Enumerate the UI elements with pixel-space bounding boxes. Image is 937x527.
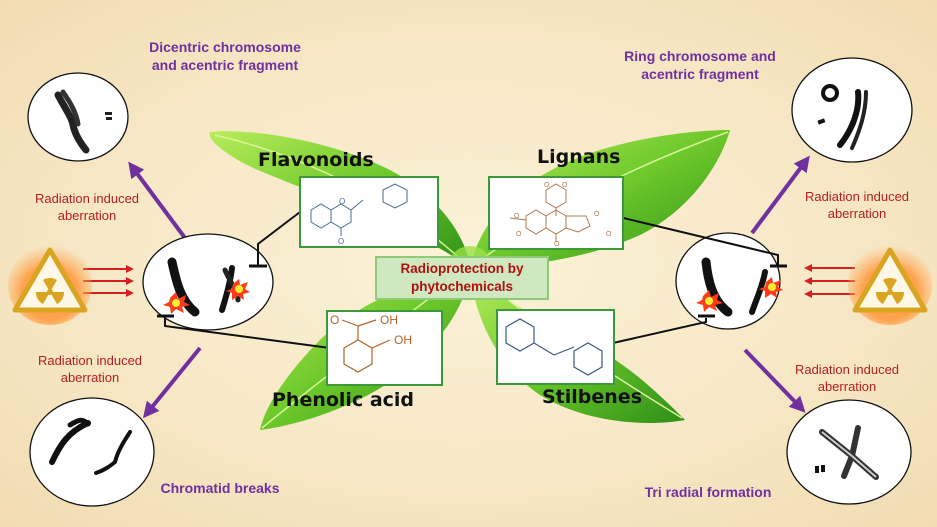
circle-tri-radial — [786, 399, 912, 505]
outcome-line: Ring chromosome and — [624, 48, 776, 64]
salicylic-acid-structure: O OH OH — [330, 313, 412, 373]
group-title-flavonoids: Flavonoids — [258, 149, 374, 171]
aberration-line: Radiation induced — [34, 191, 140, 206]
aberration-label-upper-right: Radiation induced aberration — [792, 188, 922, 222]
atom-O: O — [562, 182, 568, 189]
arrow-to-tri-radial — [743, 348, 806, 413]
outcome-tri-radial: Tri radial formation — [644, 484, 772, 500]
aberration-line: aberration — [817, 379, 877, 394]
group-title-phenolic-acid: Phenolic acid — [272, 389, 415, 411]
atom-O: O — [330, 313, 339, 327]
flavone-structure: O O — [310, 183, 408, 246]
outcome-dicentric: Dicentric chromosome and acentric fragme… — [130, 38, 320, 74]
atom-O: O — [544, 182, 550, 189]
flavonoid-structure-box: O O — [299, 176, 439, 248]
lignan-structure-box: O O O O O O O — [488, 176, 624, 250]
aberration-label-lower-left: Radiation induced aberration — [25, 352, 155, 386]
atom-O: O — [516, 231, 522, 238]
aberration-line: Radiation induced — [804, 189, 910, 204]
outcome-line: and acentric fragment — [151, 57, 299, 73]
outcome-line: acentric fragment — [641, 66, 759, 82]
aberration-label-lower-right: Radiation induced aberration — [782, 361, 912, 395]
center-label: Radioprotection by phytochemicals — [375, 256, 549, 300]
circle-ring-chromosome — [791, 57, 913, 163]
circle-damaged-left — [142, 233, 274, 331]
radiation-hazard-icon-right — [848, 245, 932, 325]
atom-OH: OH — [380, 313, 398, 327]
atom-O: O — [606, 231, 612, 238]
atom-O: O — [514, 213, 520, 220]
inhibition-lines — [157, 211, 787, 349]
aberration-line: Radiation induced — [37, 353, 143, 368]
group-title-lignans: Lignans — [537, 146, 621, 168]
circle-dicentric — [27, 72, 129, 162]
arrow-to-ring-chromosome — [750, 155, 810, 235]
aberration-label-upper-left: Radiation induced aberration — [22, 190, 152, 224]
stilbene-structure — [505, 318, 603, 376]
outcome-ring-chromosome: Ring chromosome and acentric fragment — [615, 47, 785, 83]
stilbene-structure-box — [496, 309, 615, 385]
phenolic-acid-structure-box: O OH OH — [326, 310, 443, 386]
aberration-line: aberration — [57, 208, 117, 223]
podophyllotoxin-structure: O O O O O O O — [509, 182, 612, 248]
arrow-to-dicentric — [128, 161, 187, 240]
atom-O: O — [554, 241, 560, 248]
atom-O: O — [594, 211, 600, 218]
atom-O: O — [338, 237, 344, 246]
outcome-chromatid-breaks: Chromatid breaks — [160, 480, 280, 496]
outcome-line: Dicentric chromosome — [149, 39, 301, 55]
group-title-stilbenes: Stilbenes — [542, 386, 643, 408]
circle-chromatid-breaks — [29, 397, 155, 507]
atom-OH: OH — [394, 333, 412, 347]
circle-damaged-right — [675, 232, 783, 330]
aberration-line: aberration — [827, 206, 887, 221]
center-label-line2: phytochemicals — [410, 279, 514, 294]
atom-O: O — [339, 197, 345, 206]
aberration-line: Radiation induced — [794, 362, 900, 377]
radiation-arrows-right — [804, 264, 855, 298]
arrow-to-chromatid-breaks — [142, 346, 202, 419]
aberration-line: aberration — [60, 370, 120, 385]
center-label-line1: Radioprotection by — [400, 261, 524, 276]
radiation-hazard-icon-left — [8, 245, 92, 325]
